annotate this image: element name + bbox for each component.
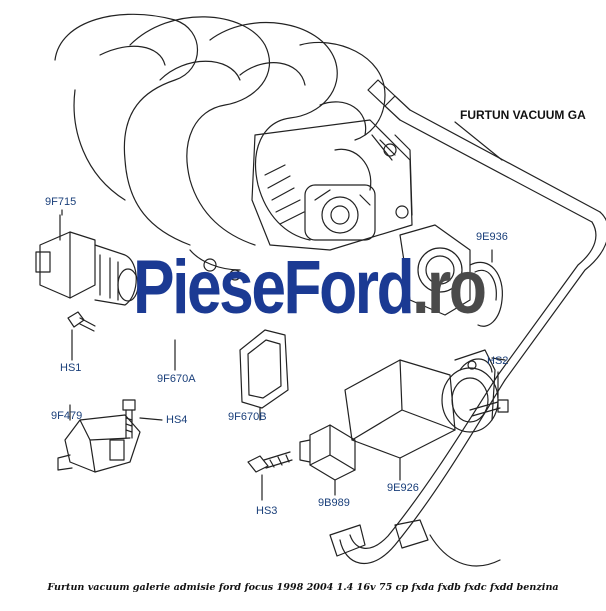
brand-watermark: PieseFord.ro xyxy=(133,250,487,326)
label-9e926: 9E926 xyxy=(387,482,419,494)
map-sensor-9f479 xyxy=(57,404,141,473)
label-hs4: HS4 xyxy=(166,414,188,426)
label-9f670b: 9F670B xyxy=(228,411,267,423)
bolt-hs4 xyxy=(122,399,163,439)
bolt-hs3 xyxy=(247,451,293,501)
vacuum-hose-callout: FURTUN VACUUM GA xyxy=(460,108,586,122)
vacuum-hose xyxy=(329,79,606,567)
label-hs1: HS1 xyxy=(60,362,82,374)
throttle-body-9e926 xyxy=(344,349,499,481)
idle-air-valve-9f715 xyxy=(35,214,139,306)
brand-watermark-tld: .ro xyxy=(412,245,487,330)
intake-manifold xyxy=(54,13,471,316)
label-9f670a: 9F670A xyxy=(157,373,196,385)
leader-hs2 xyxy=(491,357,506,361)
label-9b989: 9B989 xyxy=(318,497,350,509)
label-9e936: 9E936 xyxy=(476,231,508,243)
throttle-sensor-9b989 xyxy=(299,424,356,496)
label-hs2: HS2 xyxy=(487,355,509,367)
label-9f715: 9F715 xyxy=(45,196,77,208)
label-9f479: 9F479 xyxy=(51,410,83,422)
bolt-hs1 xyxy=(67,311,96,361)
brand-watermark-main: PieseFord xyxy=(133,245,415,330)
gasket-9e936 xyxy=(469,249,503,327)
diagram-caption: Furtun vacuum galerie admisie ford focus… xyxy=(47,582,559,593)
label-hs3: HS3 xyxy=(256,505,278,517)
gasket-9f670b xyxy=(239,329,289,421)
